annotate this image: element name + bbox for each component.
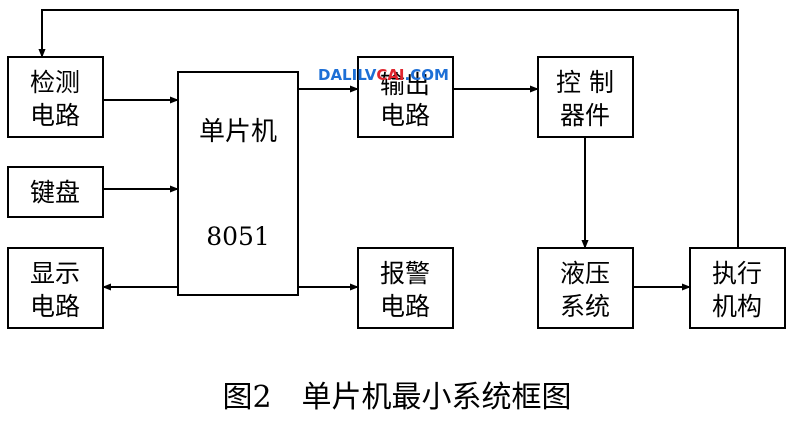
actuator-block: 执行 机构 bbox=[689, 247, 786, 329]
detect-circuit-block: 检测 电路 bbox=[7, 56, 104, 138]
mcu-name-label: 单片机 bbox=[199, 117, 277, 147]
alarm-label-line1: 报警 bbox=[380, 259, 430, 288]
hydraulic-label-line2: 系统 bbox=[560, 292, 610, 321]
figure-caption: 图2 单片机最小系统框图 bbox=[222, 380, 571, 415]
hydraulic-system-block: 液压 系统 bbox=[537, 247, 634, 329]
alarm-circuit-block: 报警 电路 bbox=[357, 247, 454, 329]
mcu-block: 单片机 8051 bbox=[177, 71, 299, 296]
watermark-part-a: DALILV bbox=[318, 66, 377, 84]
actuator-label-line2: 机构 bbox=[712, 292, 762, 321]
control-label-line2: 器件 bbox=[560, 101, 610, 130]
mcu-model-label: 8051 bbox=[206, 222, 270, 251]
output-label-line1: 输出 bbox=[380, 70, 430, 99]
actuator-label-line1: 执行 bbox=[712, 259, 762, 288]
control-device-block: 控 制 器件 bbox=[537, 56, 634, 138]
display-circuit-block: 显示 电路 bbox=[7, 247, 104, 329]
display-label-line1: 显示 bbox=[30, 259, 80, 288]
keyboard-block: 键盘 bbox=[7, 166, 104, 218]
feedback-actuator-to-detect bbox=[38, 9, 739, 248]
control-label-line1: 控 制 bbox=[556, 68, 614, 97]
detect-label-line1: 检测 bbox=[30, 68, 80, 97]
display-label-line2: 电路 bbox=[30, 292, 80, 321]
hydraulic-label-line1: 液压 bbox=[560, 259, 610, 288]
watermark-part-c: .COM bbox=[405, 66, 449, 84]
output-label-line2: 电路 bbox=[380, 101, 430, 130]
alarm-label-line2: 电路 bbox=[380, 292, 430, 321]
keyboard-label: 键盘 bbox=[30, 178, 80, 207]
detect-label-line2: 电路 bbox=[30, 101, 80, 130]
watermark-part-b: CAI bbox=[376, 66, 404, 84]
output-circuit-block: 输出 电路 bbox=[357, 56, 454, 138]
watermark-logo: DALILVCAI.COM bbox=[318, 66, 449, 84]
